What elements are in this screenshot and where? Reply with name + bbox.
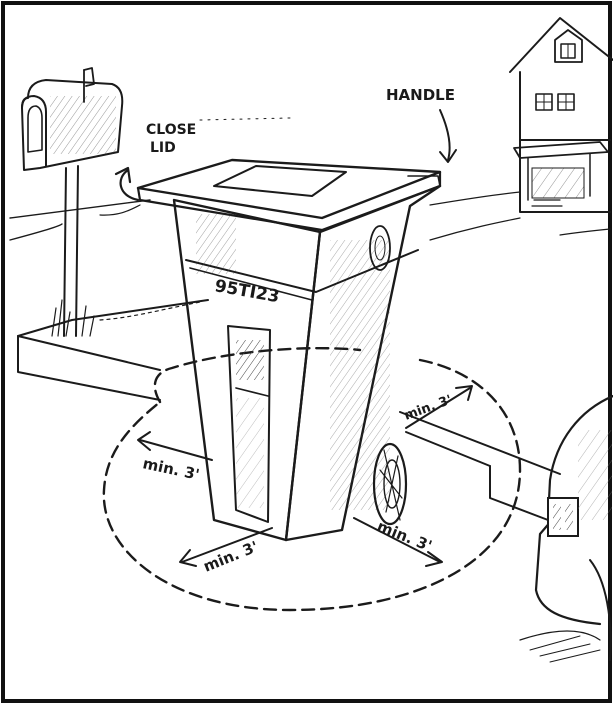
handle-label: HANDLE <box>386 86 455 104</box>
close-lid-label-line1: CLOSE <box>146 122 196 138</box>
close-lid-label-line2: LID <box>150 140 176 156</box>
